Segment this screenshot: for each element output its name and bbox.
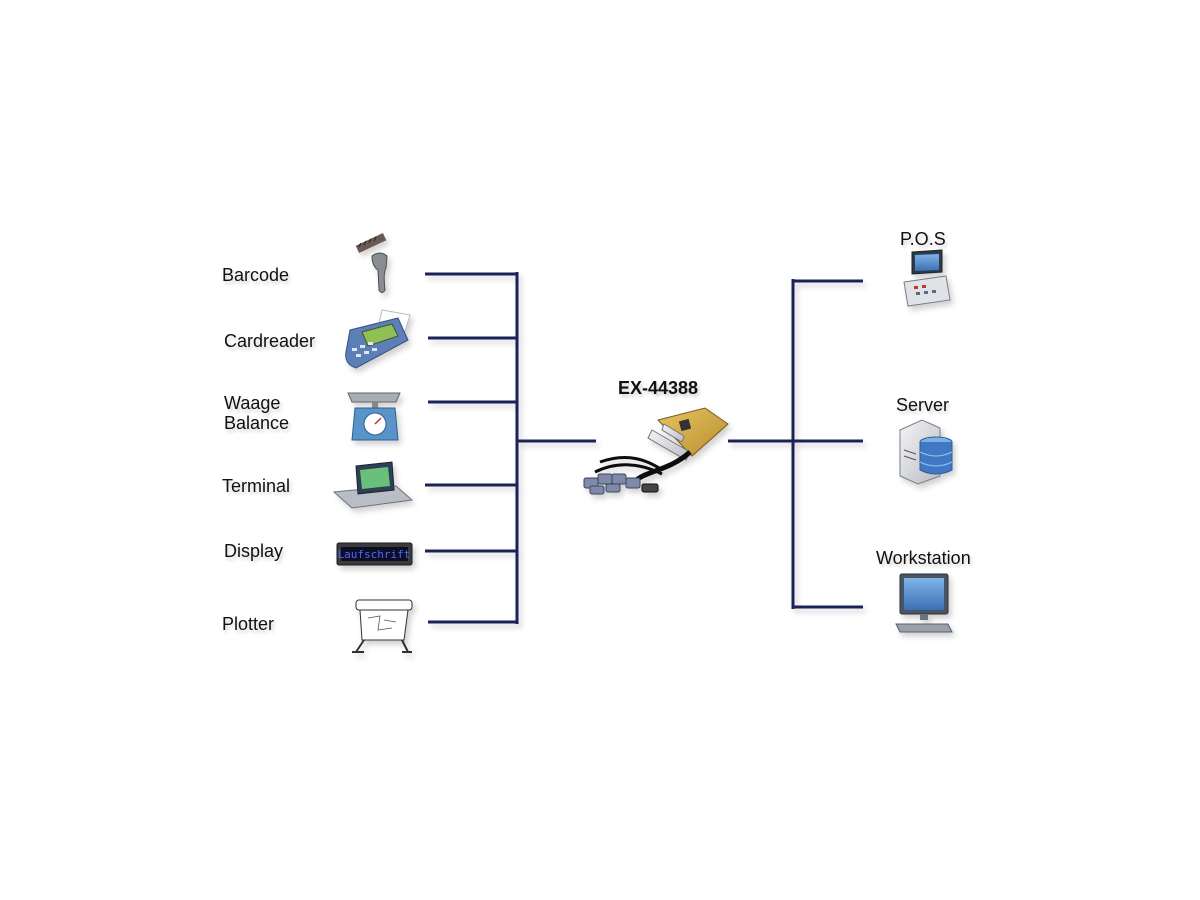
label-display: Display <box>224 541 284 561</box>
right-bus-lines <box>728 279 863 609</box>
label-terminal: Terminal <box>222 476 291 496</box>
left-bus-lines <box>425 272 596 624</box>
card-reader-icon <box>345 309 411 369</box>
server-icon <box>899 419 953 485</box>
pci-card-icon <box>583 407 729 495</box>
label-pos: P.O.S <box>900 229 946 249</box>
terminal-icon <box>332 461 414 509</box>
led-display-icon: Laufschrift <box>336 542 413 566</box>
label-workstation: Workstation <box>876 548 971 568</box>
plotter-icon <box>352 599 413 653</box>
label-cardreader: Cardreader <box>224 331 316 351</box>
workstation-icon <box>895 573 953 633</box>
pos-register-icon <box>903 249 951 307</box>
label-server: Server <box>896 395 950 415</box>
barcode-scanner-icon <box>355 233 388 293</box>
label-plotter: Plotter <box>222 614 275 634</box>
display-screen-text: Laufschrift <box>338 548 411 561</box>
label-scale: Waage Balance <box>224 393 290 433</box>
card-model-label: EX-44388 <box>618 378 698 398</box>
scale-icon <box>347 392 401 441</box>
label-barcode: Barcode <box>222 265 290 285</box>
